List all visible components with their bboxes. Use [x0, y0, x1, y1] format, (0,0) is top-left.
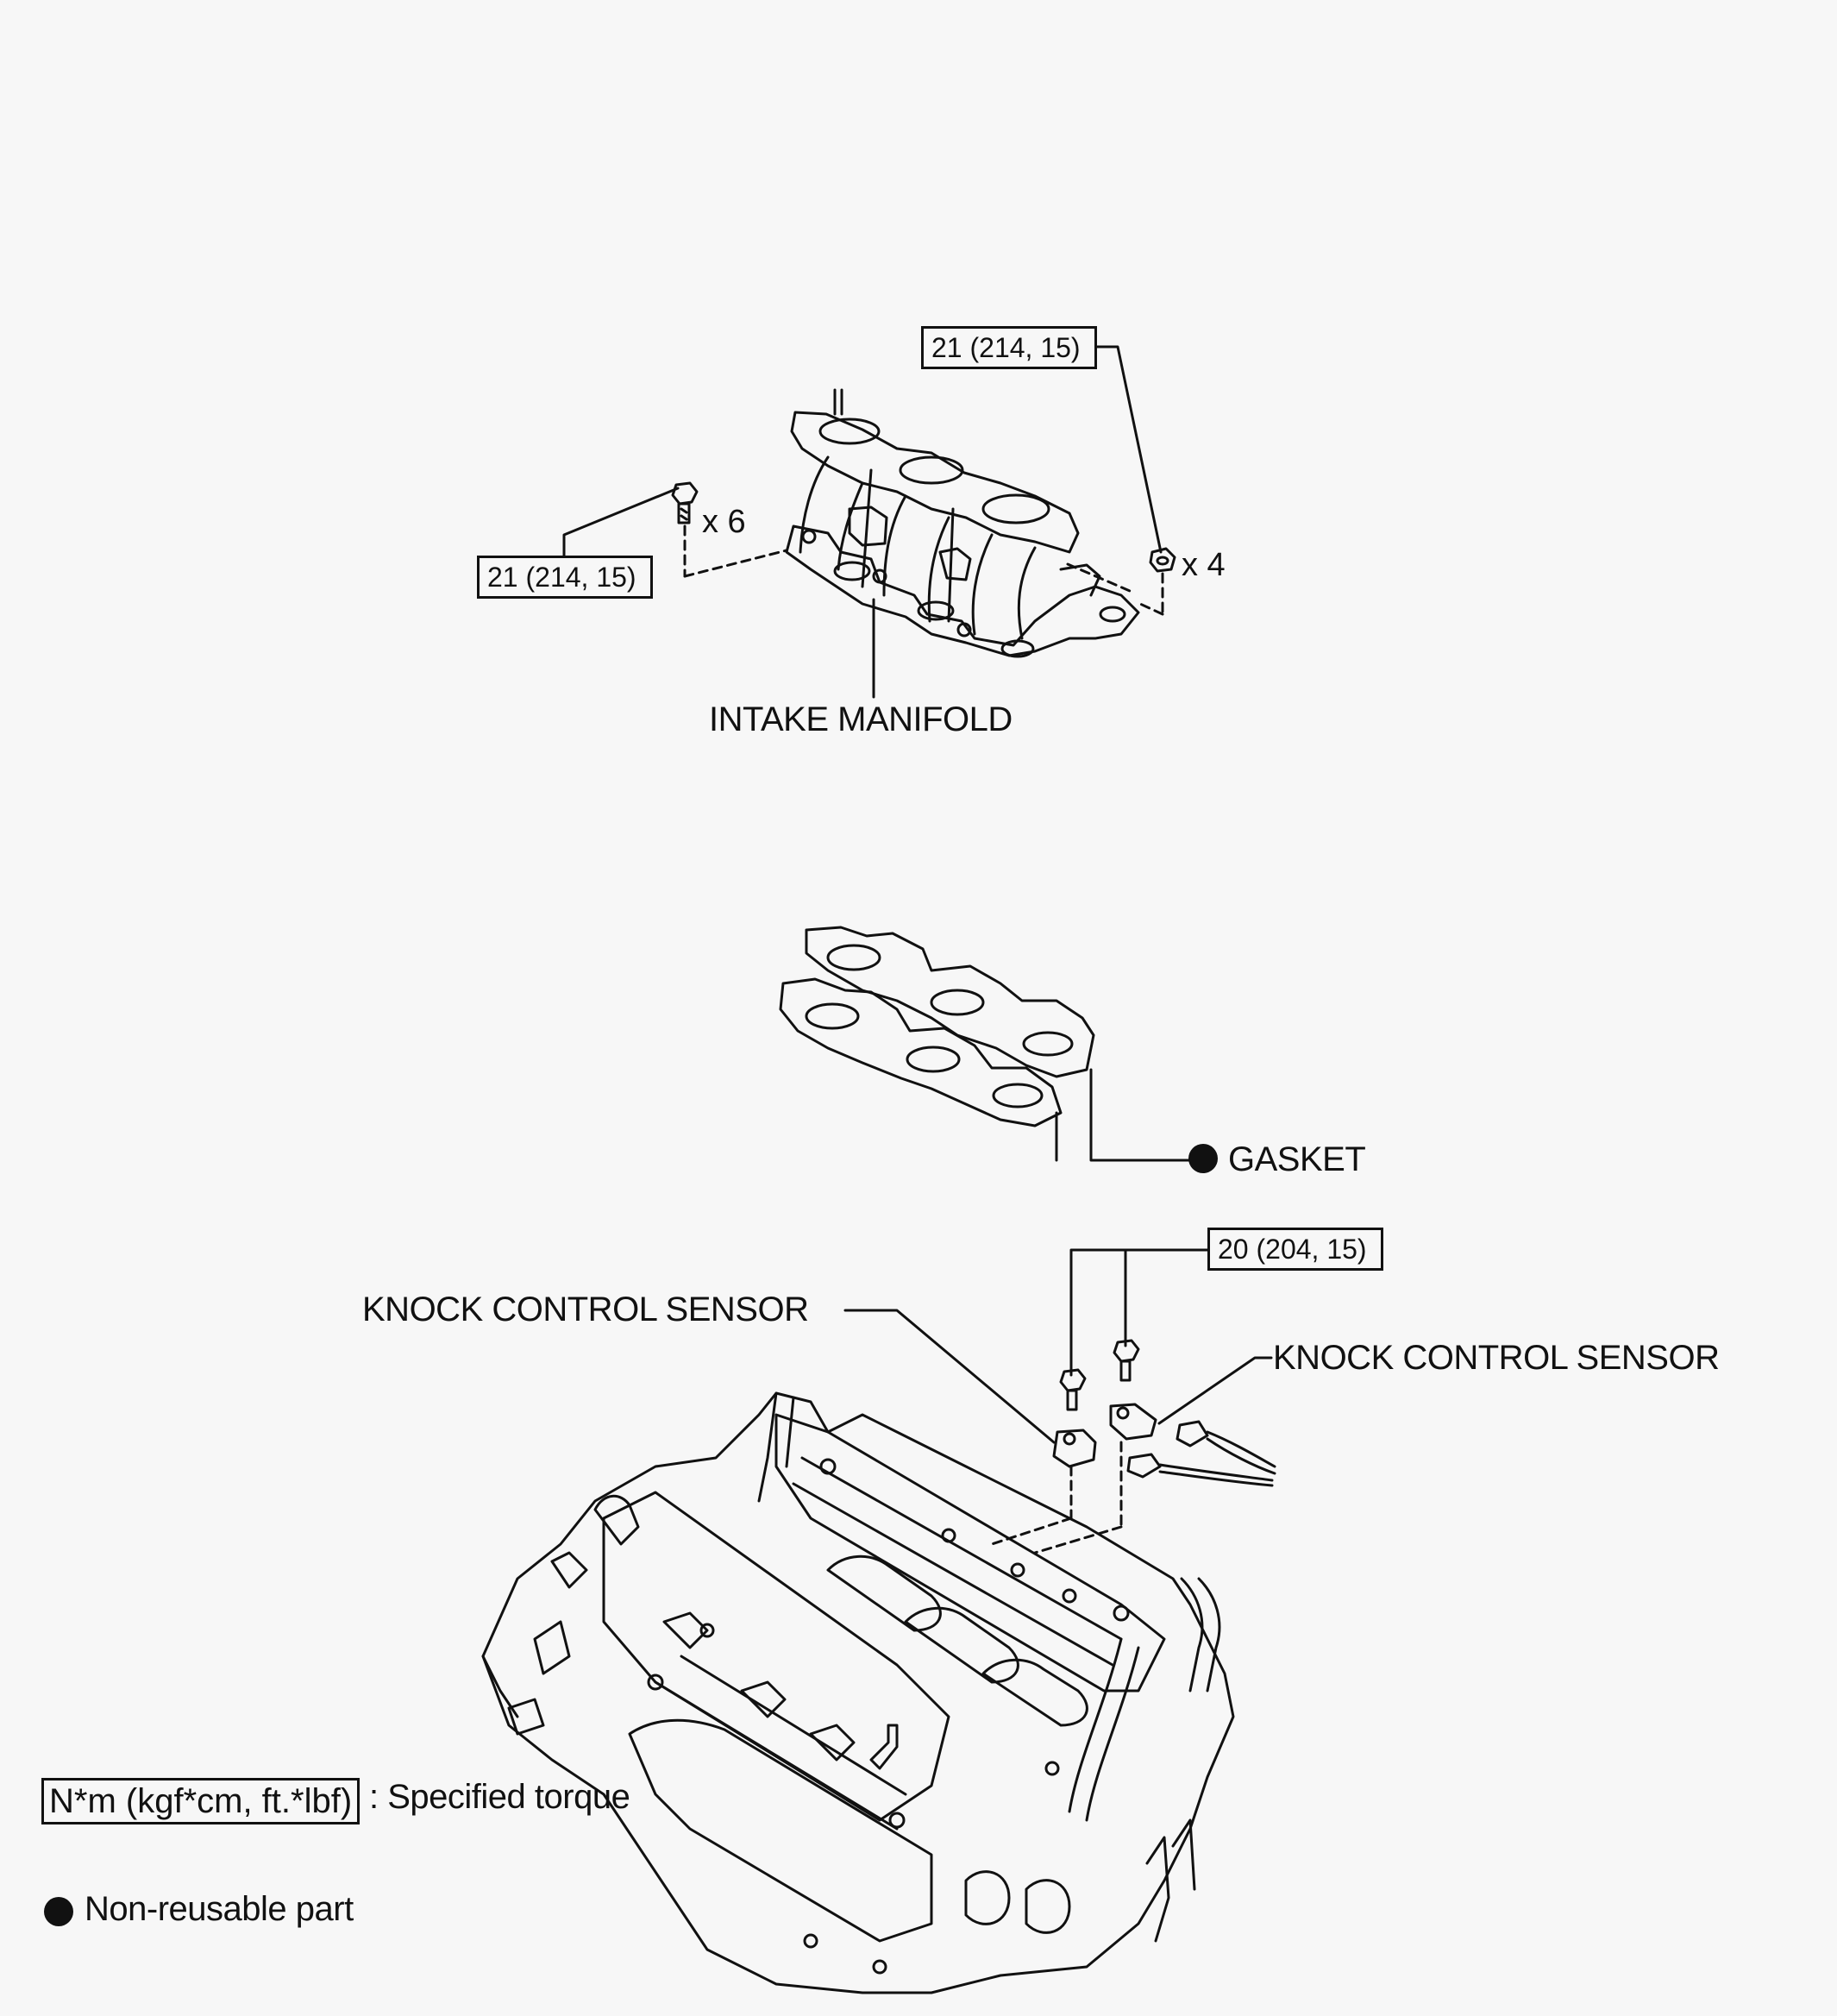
knock-sensor-torque-box: 20 (204, 15) [1207, 1228, 1383, 1271]
knock-sensor-bolt-icon [1059, 1339, 1140, 1411]
bolt-dashed-lines [683, 524, 1164, 616]
gasket-label: GASKET [1228, 1140, 1366, 1178]
engine-block-drawing [481, 1391, 1235, 1994]
legend-torque-unit: N*m (kgf*cm, ft.*lbf) [41, 1778, 361, 1824]
manifold-bolt-icon [671, 481, 699, 524]
manifold-nut-torque-box: 21 (214, 15) [921, 326, 1097, 369]
manifold-nut-torque: 21 (214, 15) [931, 332, 1081, 363]
manifold-nut-icon [1149, 547, 1176, 573]
intake-manifold-label: INTAKE MANIFOLD [709, 700, 1013, 738]
knock-sensor-right-label: KNOCK CONTROL SENSOR [1273, 1339, 1720, 1377]
manifold-nut-quantity: x 4 [1182, 547, 1226, 583]
knock-sensor-icon [1052, 1403, 1276, 1487]
manifold-bolt-quantity: x 6 [702, 504, 746, 540]
knock-sensor-torque: 20 (204, 15) [1218, 1234, 1367, 1265]
knock-sensor-left-label: KNOCK CONTROL SENSOR [362, 1291, 809, 1328]
gasket-drawing [779, 926, 1196, 1162]
sensor-dashed-lines [990, 1441, 1123, 1554]
legend-nonreusable-text: Non-reusable part [85, 1890, 354, 1928]
intake-manifold-drawing [785, 388, 1140, 658]
manifold-bolt-torque-box: 21 (214, 15) [477, 556, 653, 599]
knock-sensor-leaders [843, 1248, 1273, 1444]
legend-nonreusable-dot-icon [44, 1897, 73, 1926]
legend-torque-text: : Specified torque [369, 1778, 630, 1816]
manifold-leaders [562, 345, 1163, 699]
nonreusable-dot-icon [1188, 1144, 1218, 1173]
manifold-bolt-torque: 21 (214, 15) [487, 562, 636, 593]
